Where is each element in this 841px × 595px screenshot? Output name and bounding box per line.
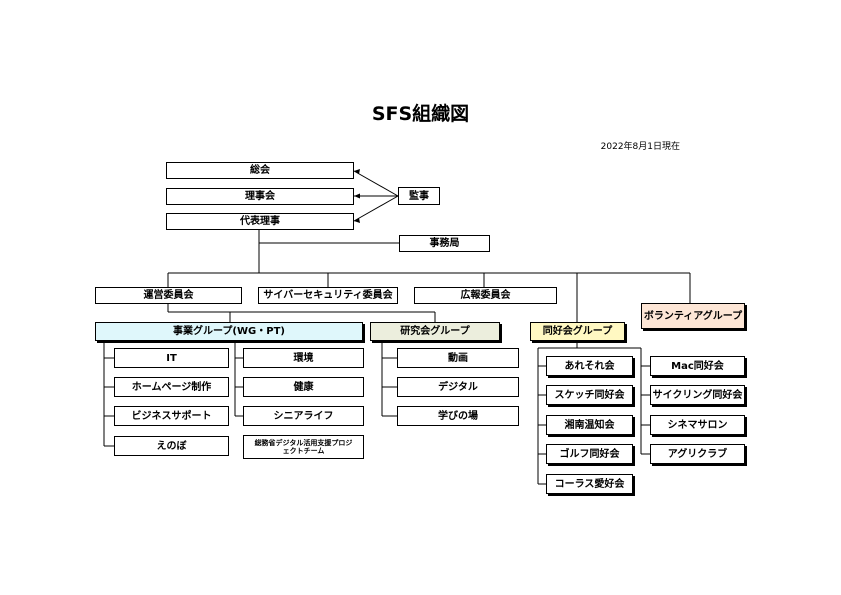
jigyo-item: 健康 [243,377,364,397]
doukou-item: Mac同好会 [650,356,745,376]
doukou-item: あれそれ会 [546,356,633,376]
node-volunteer: ボランティアグループ [641,303,745,329]
group-doukou-header: 同好会グループ [530,322,625,341]
doukou-item: 湘南温知会 [546,415,633,435]
doukou-item: スケッチ同好会 [546,385,633,405]
node-kanji: 監事 [398,187,440,205]
jigyo-item: 総務省デジタル活用支援プロジェクトチーム [243,435,364,459]
doukou-item: サイクリング同好会 [650,385,745,405]
node-rijikai: 理事会 [166,188,354,205]
jigyo-item: シニアライフ [243,406,364,426]
group-jigyo-header: 事業グループ(WG・PT) [95,322,363,341]
page-title: SFS組織図 [371,103,470,125]
jigyo-item: ホームページ制作 [114,377,229,397]
date-label: 2022年8月1日現在 [600,142,680,152]
group-kenkyu-header: 研究会グループ [370,322,500,341]
node-unei: 運営委員会 [95,287,242,304]
kenkyu-item: 動画 [397,348,519,368]
jigyo-item: IT [114,348,229,368]
doukou-item: ゴルフ同好会 [546,444,633,464]
node-kouhou: 広報委員会 [414,287,557,304]
node-cyber: サイバーセキュリティ委員会 [258,287,398,304]
doukou-item: シネマサロン [650,415,745,435]
node-daihyo: 代表理事 [166,213,354,230]
doukou-item: コーラス愛好会 [546,474,633,494]
jigyo-item: えのぼ [114,436,229,456]
jigyo-item: 環境 [243,348,364,368]
jigyo-item: ビジネスサポート [114,406,229,426]
kenkyu-item: 学びの場 [397,406,519,426]
node-jimukyoku: 事務局 [399,235,490,252]
node-soukai: 総会 [166,162,354,179]
kenkyu-item: デジタル [397,377,519,397]
doukou-item: アグリクラブ [650,444,745,464]
